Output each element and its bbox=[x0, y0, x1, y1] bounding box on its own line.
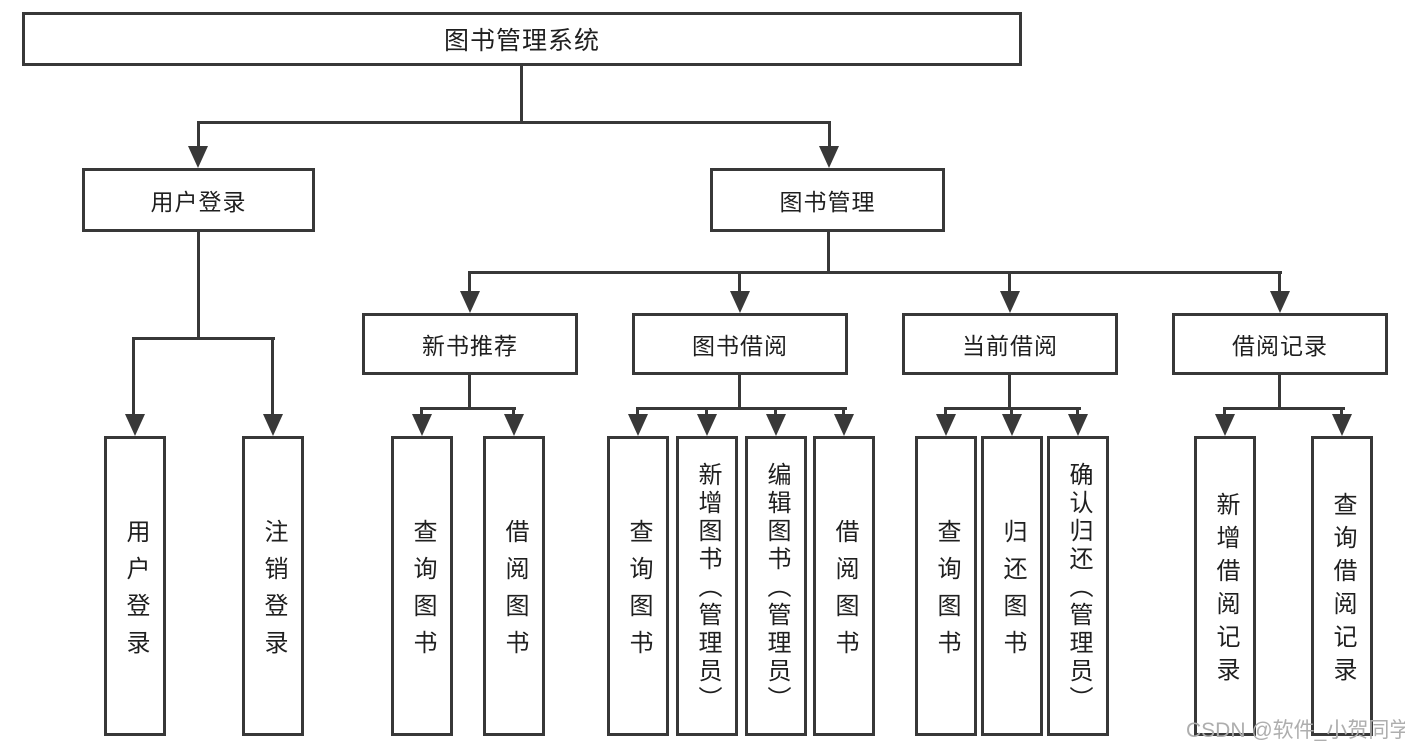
connector-line bbox=[1076, 407, 1079, 415]
connector-line bbox=[1223, 407, 1345, 410]
arrowhead-down bbox=[125, 414, 145, 436]
arrowhead-down bbox=[1068, 414, 1088, 436]
arrowhead-down bbox=[1002, 414, 1022, 436]
connector-line bbox=[132, 337, 275, 340]
connector-line bbox=[1340, 407, 1343, 415]
arrowhead-down bbox=[504, 414, 524, 436]
arrowhead-down bbox=[766, 414, 786, 436]
arrowhead-down bbox=[1332, 414, 1352, 436]
connector-line bbox=[132, 337, 135, 415]
leaf-return-books: 归还图书 bbox=[981, 436, 1043, 736]
connector-line bbox=[1278, 375, 1281, 410]
connector-line bbox=[842, 407, 845, 415]
connector-line bbox=[420, 407, 423, 415]
node-label: 查询图书 bbox=[409, 518, 436, 667]
node-new-book-recommendation: 新书推荐 bbox=[362, 313, 578, 375]
node-label: 用户登录 bbox=[150, 189, 247, 215]
connector-line bbox=[1223, 407, 1226, 415]
node-label: 图书管理 bbox=[779, 189, 876, 215]
node-library-system: 图书管理系统 bbox=[22, 12, 1022, 66]
connector-line bbox=[197, 232, 200, 340]
node-label: 借阅图书 bbox=[831, 518, 858, 667]
node-label: 新增借阅记录 bbox=[1212, 491, 1239, 690]
node-label: 当前借阅 bbox=[962, 333, 1058, 359]
connector-line bbox=[197, 121, 831, 124]
leaf-query-books-recommend: 查询图书 bbox=[391, 436, 453, 736]
leaf-add-books-admin: 新增图书（管理员） bbox=[676, 436, 738, 736]
connector-line bbox=[468, 375, 471, 410]
arrowhead-down bbox=[263, 414, 283, 436]
leaf-add-borrow-record: 新增借阅记录 bbox=[1194, 436, 1256, 736]
leaf-borrow-books: 借阅图书 bbox=[813, 436, 875, 736]
arrowhead-down bbox=[936, 414, 956, 436]
leaf-confirm-return-admin: 确认归还（管理员） bbox=[1047, 436, 1109, 736]
arrowhead-down bbox=[460, 291, 480, 313]
leaf-query-books-borrow: 查询图书 bbox=[607, 436, 669, 736]
connector-line bbox=[738, 271, 741, 292]
node-label: 借阅图书 bbox=[501, 518, 528, 667]
arrowhead-down bbox=[819, 146, 839, 168]
node-label: 注销登录 bbox=[260, 518, 287, 667]
node-label: 用户登录 bbox=[122, 518, 149, 667]
connector-line bbox=[1008, 271, 1011, 292]
node-user-login: 用户登录 bbox=[82, 168, 315, 232]
node-label: 查询图书 bbox=[625, 518, 652, 667]
arrowhead-down bbox=[730, 291, 750, 313]
node-book-management: 图书管理 bbox=[710, 168, 945, 232]
connector-line bbox=[636, 407, 847, 410]
leaf-logout-login: 注销登录 bbox=[242, 436, 304, 736]
connector-line bbox=[468, 271, 1282, 274]
leaf-user-login: 用户登录 bbox=[104, 436, 166, 736]
node-label: 归还图书 bbox=[999, 518, 1026, 667]
arrowhead-down bbox=[697, 414, 717, 436]
connector-line bbox=[468, 271, 471, 292]
arrowhead-down bbox=[188, 146, 208, 168]
arrowhead-down bbox=[628, 414, 648, 436]
node-label: 新增图书（管理员） bbox=[694, 462, 721, 714]
node-label: 编辑图书（管理员） bbox=[763, 462, 790, 714]
arrowhead-down bbox=[412, 414, 432, 436]
connector-line bbox=[520, 66, 523, 123]
leaf-borrow-books-recommend: 借阅图书 bbox=[483, 436, 545, 736]
connector-line bbox=[1010, 407, 1013, 415]
connector-line bbox=[705, 407, 708, 415]
connector-line bbox=[774, 407, 777, 415]
node-label: 确认归还（管理员） bbox=[1065, 462, 1092, 714]
watermark: CSDN @软件_小贺同学 bbox=[1186, 719, 1405, 742]
connector-line bbox=[197, 121, 200, 147]
node-label: 图书管理系统 bbox=[443, 27, 600, 55]
connector-line bbox=[1278, 271, 1281, 292]
connector-line bbox=[271, 337, 274, 415]
connector-line bbox=[1008, 375, 1011, 410]
connector-line bbox=[512, 407, 515, 415]
connector-line bbox=[738, 375, 741, 410]
leaf-query-books-current: 查询图书 bbox=[915, 436, 977, 736]
arrowhead-down bbox=[1000, 291, 1020, 313]
leaf-edit-books-admin: 编辑图书（管理员） bbox=[745, 436, 807, 736]
connector-line bbox=[420, 407, 516, 410]
node-label: 查询图书 bbox=[933, 518, 960, 667]
connector-line bbox=[827, 232, 830, 274]
node-current-borrowing: 当前借阅 bbox=[902, 313, 1118, 375]
node-label: 查询借阅记录 bbox=[1329, 491, 1356, 690]
arrowhead-down bbox=[834, 414, 854, 436]
connector-line bbox=[944, 407, 947, 415]
arrowhead-down bbox=[1270, 291, 1290, 313]
leaf-query-borrow-record: 查询借阅记录 bbox=[1311, 436, 1373, 736]
node-label: 图书借阅 bbox=[692, 333, 788, 359]
connector-line bbox=[636, 407, 639, 415]
connector-line bbox=[828, 121, 831, 147]
node-label: 借阅记录 bbox=[1232, 333, 1328, 359]
node-book-borrowing: 图书借阅 bbox=[632, 313, 848, 375]
node-label: 新书推荐 bbox=[422, 333, 518, 359]
node-borrowing-records: 借阅记录 bbox=[1172, 313, 1388, 375]
arrowhead-down bbox=[1215, 414, 1235, 436]
